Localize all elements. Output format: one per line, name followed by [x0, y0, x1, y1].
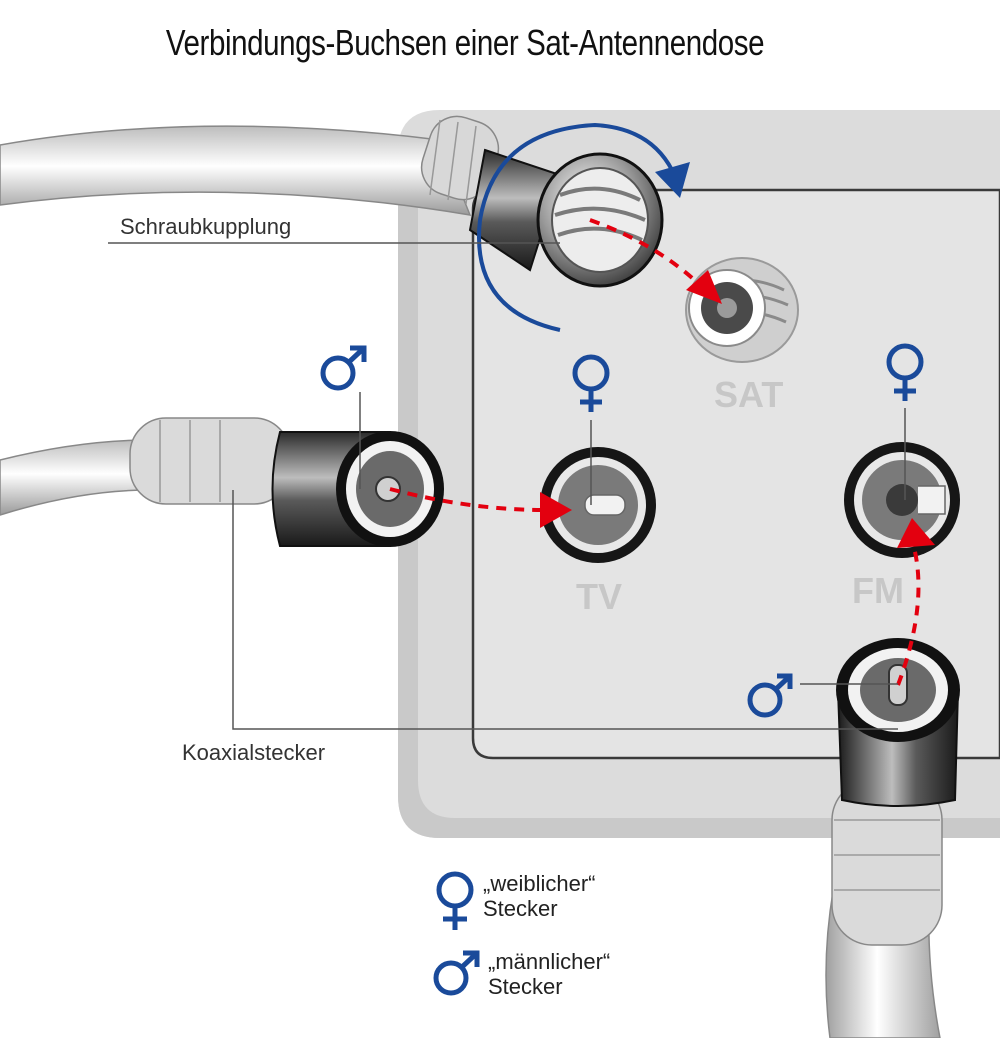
fm-jack-label: FM	[852, 570, 904, 612]
male-symbol-icon	[323, 348, 364, 388]
legend-female-icon	[439, 874, 471, 930]
legend-female: „weiblicher“ Stecker	[483, 871, 595, 921]
legend-male-line1: „männlicher“	[488, 949, 610, 974]
tv-jack-label: TV	[576, 576, 622, 618]
legend-female-line2: Stecker	[483, 896, 595, 921]
label-coax-plug: Koaxialstecker	[182, 740, 325, 766]
legend-female-line1: „weiblicher“	[483, 871, 595, 896]
diagram-title: Verbindungs-Buchsen einer Sat-Antennendo…	[84, 22, 847, 64]
legend-male-icon	[436, 953, 477, 993]
legend-male-line2: Stecker	[488, 974, 610, 999]
fm-cable	[826, 638, 960, 1038]
sat-jack	[686, 258, 798, 362]
label-screw-coupling: Schraubkupplung	[120, 214, 291, 240]
tv-cable	[0, 418, 444, 547]
legend-male: „männlicher“ Stecker	[488, 949, 610, 999]
sat-jack-label: SAT	[714, 374, 783, 416]
